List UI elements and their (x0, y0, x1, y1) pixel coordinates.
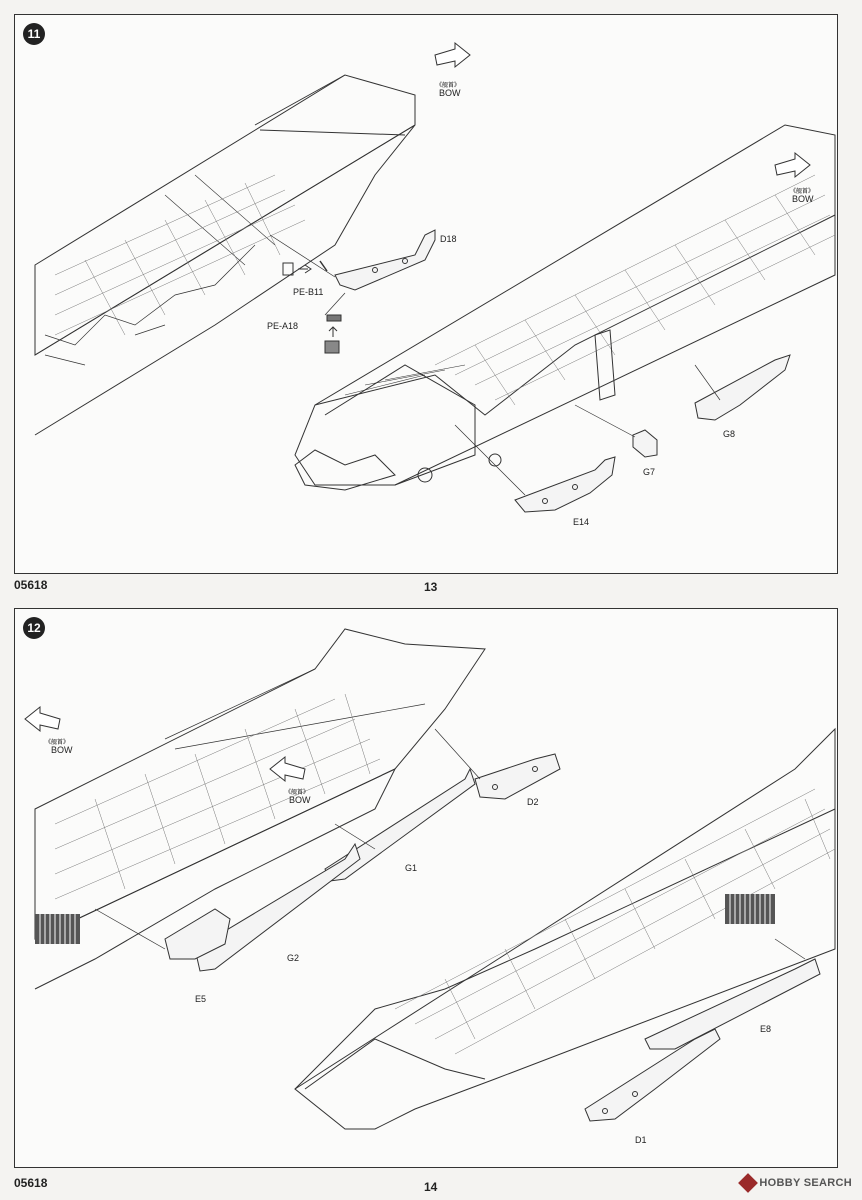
part-label-g2: G2 (287, 953, 299, 963)
part-label-e5: E5 (195, 994, 206, 1004)
part-label-g1: G1 (405, 863, 417, 873)
page-number: 14 (424, 1180, 438, 1194)
assembly-drawing-step-12: D2 G1 G2 E5 E8 D1 《舰首》 BOW 《舰首》 BOW (24, 628, 836, 1145)
bow-label-zh: 《舰首》 (285, 788, 309, 796)
product-code: 05618 (14, 578, 48, 592)
hobby-search-logo-icon (738, 1173, 759, 1193)
watermark-text: HOBBY SEARCH (759, 1177, 852, 1189)
part-label-e8: E8 (760, 1024, 771, 1034)
hobby-search-watermark: HOBBY SEARCH (738, 1173, 852, 1193)
product-code: 05618 (14, 1176, 48, 1190)
part-label-pe-a18: PE-A18 (267, 321, 298, 331)
part-label-g8: G8 (723, 429, 735, 439)
part-label-e14: E14 (573, 517, 589, 527)
bow-label: BOW (51, 745, 73, 755)
part-label-pe-b11: PE-B11 (293, 287, 323, 297)
bow-label-zh: 《舰首》 (436, 81, 460, 89)
bow-label: BOW (439, 88, 461, 98)
bow-label-zh: 《舰首》 (45, 738, 69, 746)
step-badge: 11 (23, 23, 45, 45)
step-badge: 12 (23, 617, 45, 639)
bow-label: BOW (289, 795, 311, 805)
instruction-page-13: 11 (14, 14, 838, 574)
instruction-page-14: 12 (14, 608, 838, 1168)
part-label-d2: D2 (527, 797, 539, 807)
bow-label-zh: 《舰首》 (790, 187, 814, 195)
page-number: 13 (424, 580, 438, 594)
part-label-g7: G7 (643, 467, 655, 477)
part-label-d1: D1 (635, 1135, 647, 1145)
bow-label: BOW (792, 194, 814, 204)
part-label-d18: D18 (440, 234, 457, 244)
assembly-drawing-step-11: 《舰首》 BOW 《舰首》 BOW D18 PE-B11 PE-A18 G8 G… (34, 41, 836, 527)
